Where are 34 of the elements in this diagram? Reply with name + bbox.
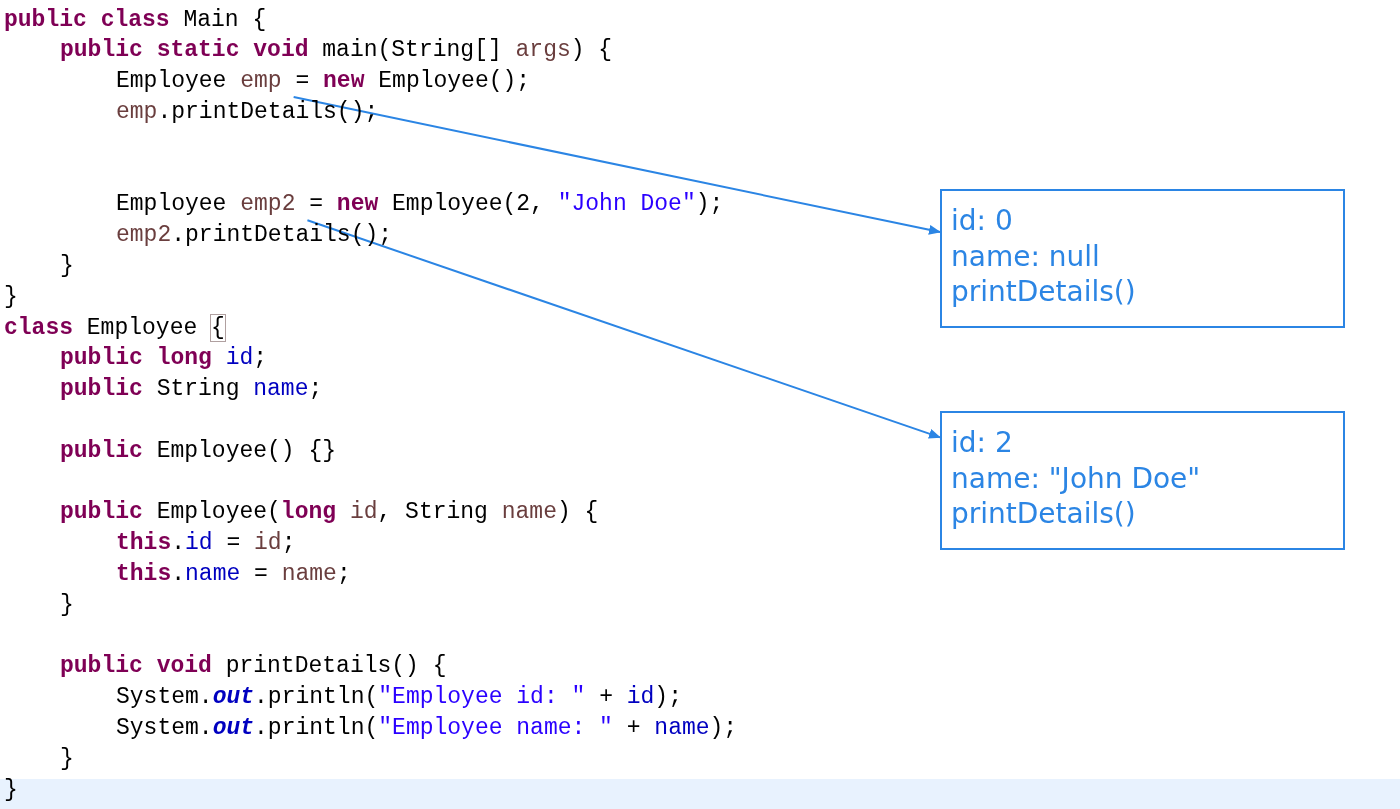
code-line: = new Employee(2, "John Doe"); [309, 191, 724, 220]
object-field: printDetails() [951, 274, 1343, 310]
code-line: public void printDetails() { [60, 653, 447, 682]
code-line: } [60, 591, 74, 620]
code-line: System.out.println("Employee id: " + id); [116, 684, 682, 713]
code-line: Employee [116, 191, 227, 220]
variable-name: emp [240, 68, 282, 100]
object-field: id: 0 [951, 203, 1343, 239]
code-line: } [60, 745, 74, 774]
object-box [940, 411, 1345, 550]
variable-name: emp2 [240, 191, 296, 223]
code-line: public Employee(long id, String name) { [60, 499, 599, 528]
code-line: System.out.println("Employee name: " + name); [116, 714, 738, 743]
code-line: this.id = id; [116, 530, 296, 559]
code-line: = new Employee(); [295, 68, 531, 97]
code-line: } [4, 776, 18, 805]
code-line: public long id; [60, 345, 268, 374]
object-field: name: null [951, 238, 1343, 274]
code-line: public String name; [60, 376, 323, 405]
code-line: Employee [116, 68, 227, 97]
code-line: } [4, 283, 18, 312]
code-line: } [60, 252, 74, 281]
object-field: id: 2 [951, 425, 1343, 461]
object-box [940, 189, 1345, 328]
code-line: this.name = name; [116, 560, 351, 589]
code-line: class Employee { [4, 314, 225, 343]
arrow [306, 219, 941, 439]
code-line: emp.printDetails(); [116, 98, 379, 127]
arrow [292, 96, 941, 235]
code-line: public static void main(String[] args) { [60, 37, 613, 66]
object-field: printDetails() [951, 496, 1343, 532]
code-line: public class Main { [4, 6, 267, 35]
object-field: name: "John Doe" [951, 460, 1343, 496]
code-line: public Employee() {} [60, 437, 337, 466]
